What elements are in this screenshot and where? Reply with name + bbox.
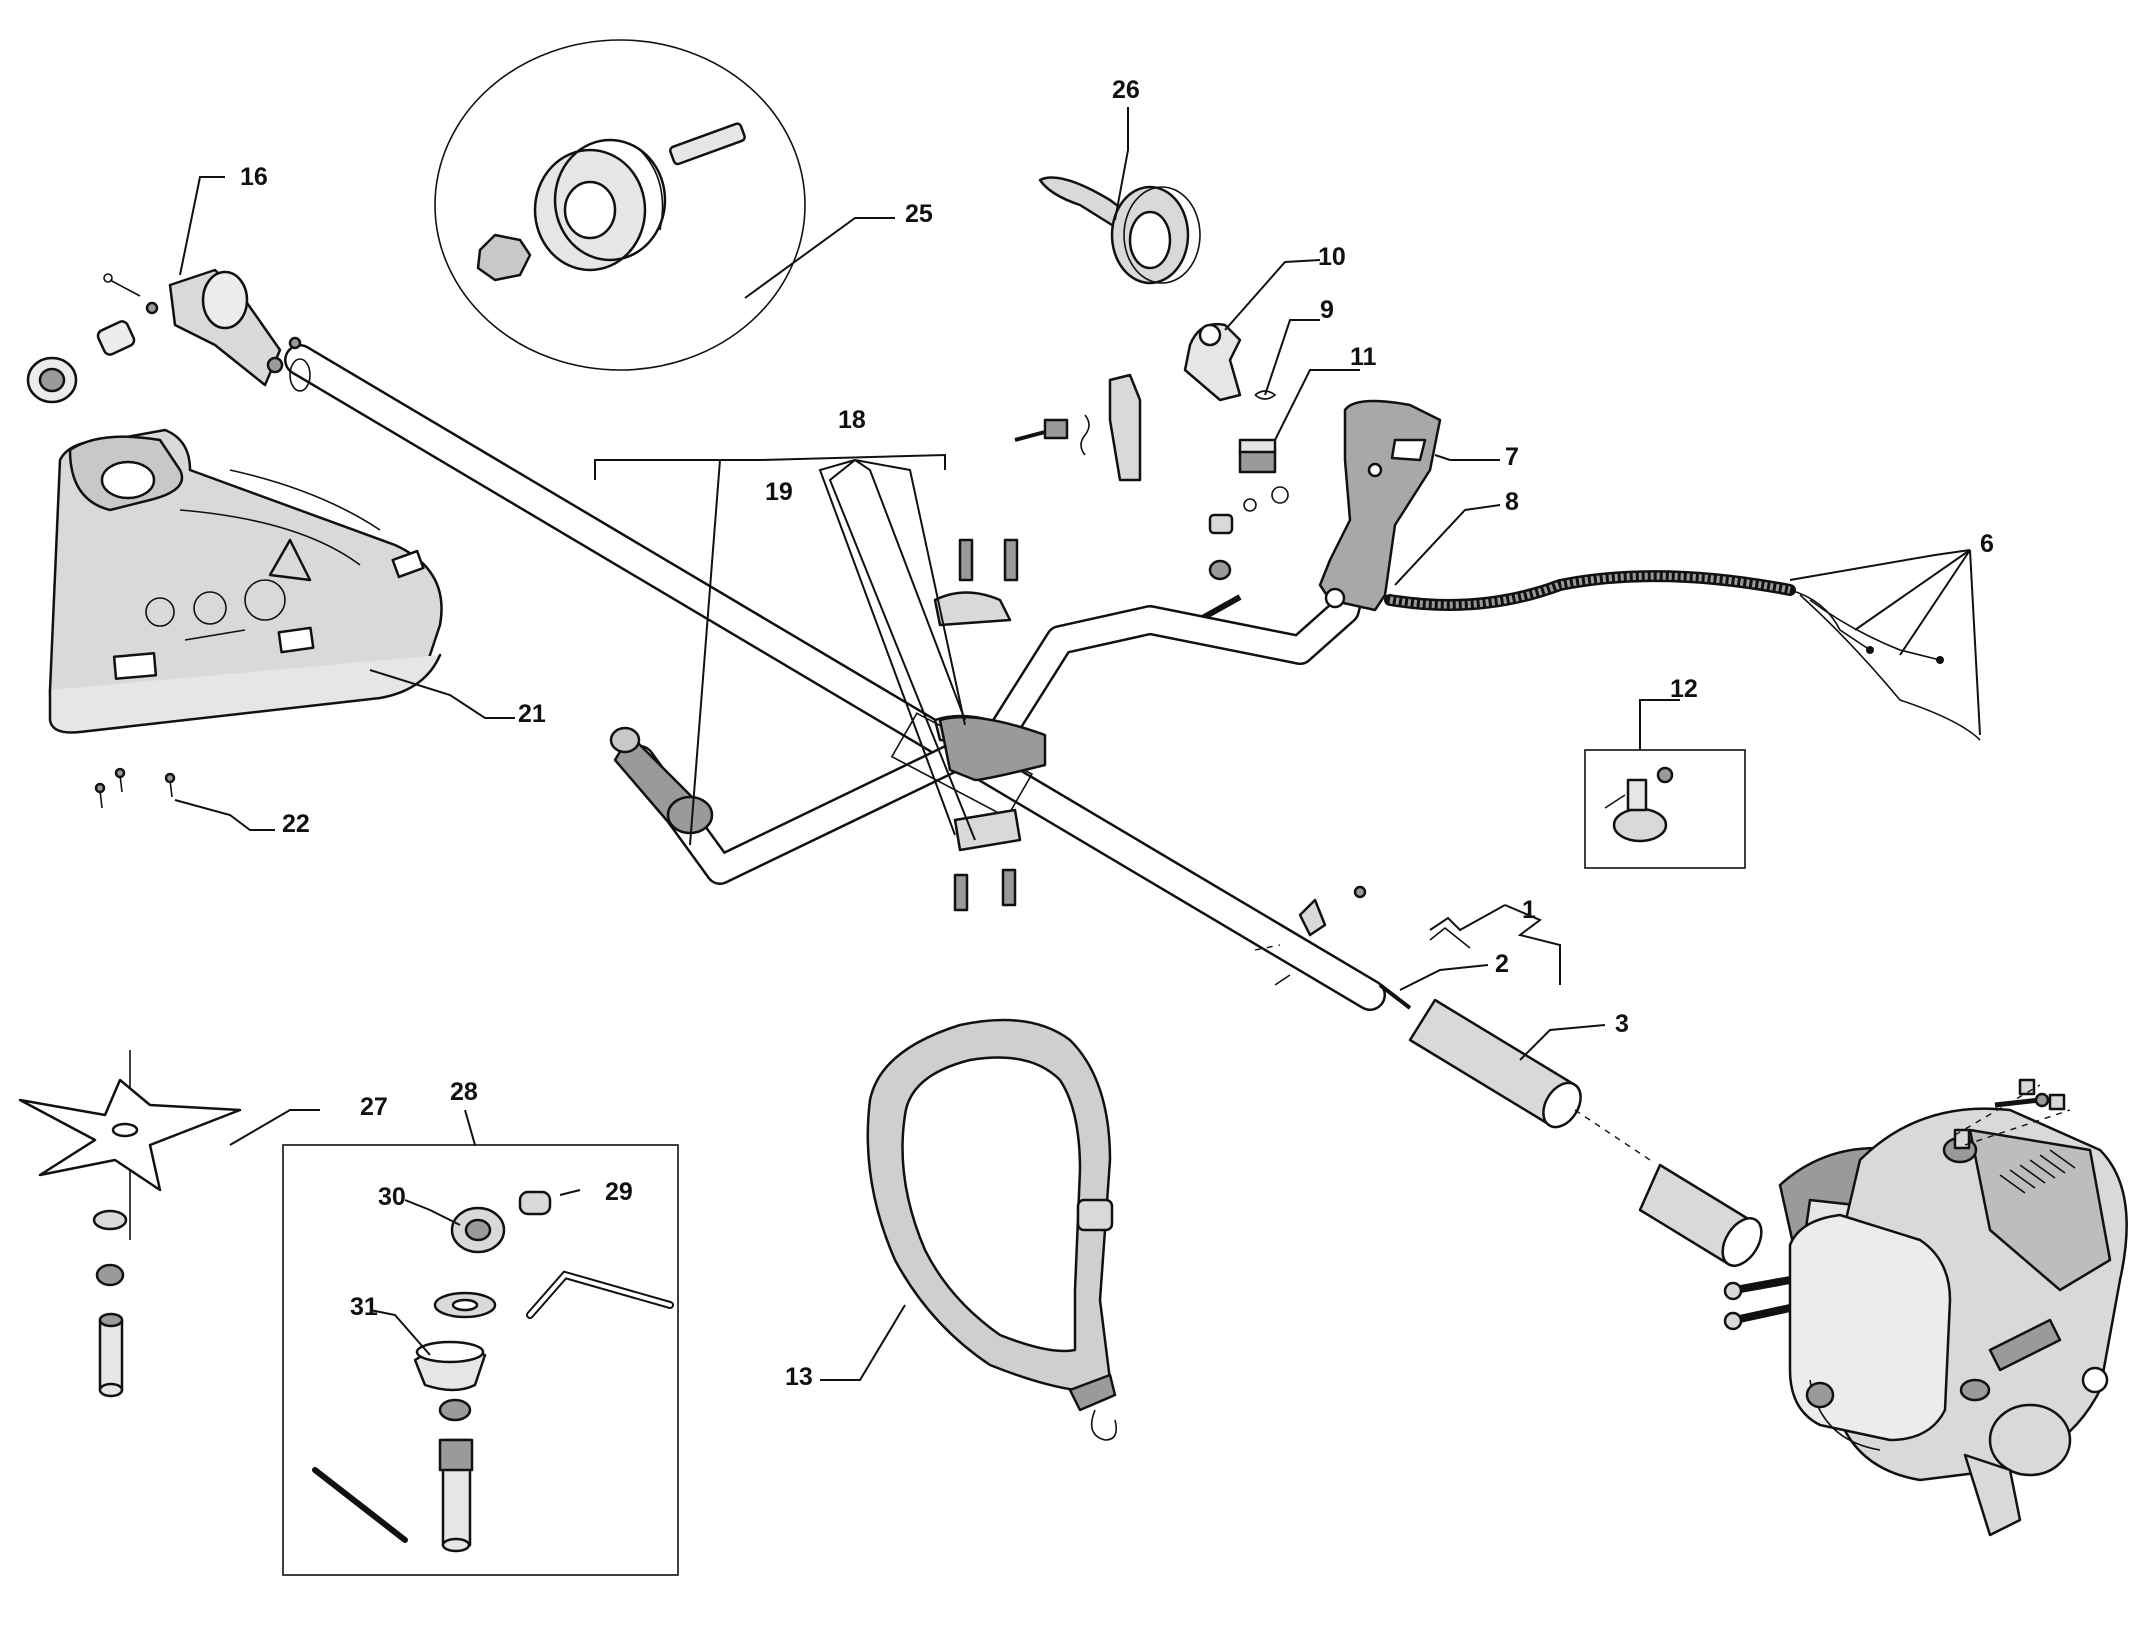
shoulder-harness — [866, 1018, 1118, 1441]
blade-guard — [48, 428, 443, 734]
rear-grip — [1318, 399, 1442, 612]
callout-31: 31 — [350, 1293, 378, 1321]
callout-19: 19 — [765, 478, 793, 506]
callout-18: 18 — [838, 406, 866, 434]
callout-3: 3 — [1615, 1010, 1629, 1038]
callout-30: 30 — [378, 1183, 406, 1211]
drive-shaft-tube — [284, 344, 1386, 1011]
shaft-sleeve — [1408, 998, 1763, 1267]
callout-21: 21 — [518, 700, 546, 728]
callout-11: 11 — [1350, 343, 1377, 371]
trigger-group — [1014, 373, 1142, 482]
callout-9: 9 — [1320, 296, 1334, 324]
callout-12: 12 — [1670, 675, 1698, 703]
callout-2: 2 — [1495, 950, 1509, 978]
callout-10: 10 — [1318, 243, 1346, 271]
callout-8: 8 — [1505, 488, 1519, 516]
callout-13: 13 — [785, 1363, 813, 1391]
engine-assembly — [1723, 1078, 2128, 1537]
leader-lines — [174, 107, 1981, 1381]
handle-clamp — [890, 538, 1047, 912]
callout-16: 16 — [240, 163, 268, 191]
handle-switch-parts — [1178, 322, 1289, 635]
callout-7: 7 — [1505, 443, 1519, 471]
tool-kit — [282, 1144, 679, 1576]
callout-28: 28 — [450, 1078, 478, 1106]
trimmer-head-detail — [434, 39, 806, 371]
throttle-cable — [1384, 570, 1981, 741]
callout-29: 29 — [605, 1178, 633, 1206]
guard-screws — [94, 767, 176, 809]
callout-22: 22 — [282, 810, 310, 838]
callout-25: 25 — [905, 200, 933, 228]
callout-labels: 1 2 3 6 7 8 9 10 11 12 13 16 18 19 21 22… — [240, 76, 1994, 1391]
callout-26: 26 — [1112, 76, 1140, 104]
callout-27: 27 — [360, 1093, 388, 1121]
metal-blade — [18, 1050, 242, 1398]
throttle-lever — [1038, 176, 1201, 285]
callout-1: 1 — [1522, 896, 1536, 924]
loop-handle-bar — [609, 575, 1365, 885]
callout-6: 6 — [1980, 530, 1994, 558]
gear-head — [26, 268, 302, 404]
shaft-end-fittings — [1254, 885, 1471, 1010]
cable-clip-detail — [1584, 749, 1746, 869]
